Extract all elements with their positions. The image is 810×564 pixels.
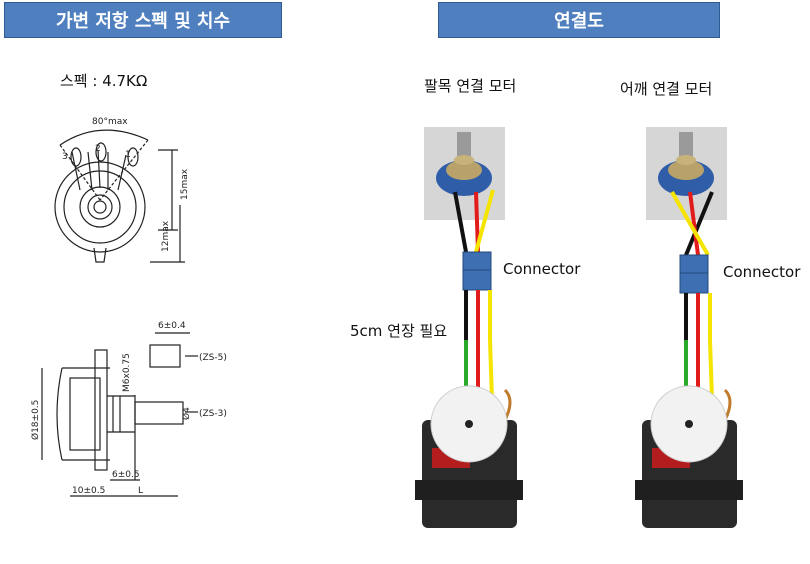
dim-len-10: 10±0.5 [72, 486, 105, 496]
dim-shaft-end: 6±0.4 [158, 321, 186, 331]
extension-note: 5cm 연장 필요 [350, 322, 448, 340]
wrist-connector [462, 251, 492, 291]
spec-banner: 가변 저항 스펙 및 치수 [4, 2, 282, 38]
potentiometer-icon [658, 132, 714, 196]
wrist-motor-caption: 팔목 연결 모터 [424, 77, 517, 95]
wiring-banner-title: 연결도 [554, 11, 604, 32]
pot-pin-label-2: 2 [95, 144, 101, 154]
dim-body-dia: Ø18±0.5 [30, 400, 41, 440]
shoulder-connector-label: Connector [723, 263, 801, 281]
dim-len-6: 6±0.5 [112, 470, 140, 480]
dim-12max: 12max [161, 220, 171, 252]
potentiometer-icon [436, 132, 492, 196]
shoulder-connector [679, 254, 709, 294]
wiring-banner: 연결도 [438, 2, 720, 38]
dim-shaft-dia: Ø4 [181, 407, 192, 420]
dim-len-L: L [138, 486, 143, 496]
shoulder-motor-caption: 어깨 연결 모터 [620, 80, 713, 98]
pot-side-view [41, 332, 198, 497]
pot-pin-label-1: 1 [125, 150, 131, 160]
dim-zs5: (ZS-5) [199, 353, 227, 363]
wrist-connector-label: Connector [503, 260, 581, 278]
pot-front-view [54, 129, 185, 263]
servo-motor-icon [415, 385, 523, 528]
shoulder-assembly [635, 127, 743, 528]
spec-banner-title: 가변 저항 스펙 및 치수 [55, 11, 231, 32]
dim-thread: M6x0.75 [122, 353, 132, 392]
pot-pin-label-3: 3 [62, 152, 68, 162]
dim-15max: 15max [180, 168, 190, 200]
wrist-assembly [415, 127, 523, 528]
pot-angle-label: 80°max [92, 117, 128, 127]
servo-motor-icon [635, 385, 743, 528]
spec-label: 스펙 : 4.7KΩ [60, 72, 148, 90]
dim-zs3: (ZS-3) [199, 409, 227, 419]
